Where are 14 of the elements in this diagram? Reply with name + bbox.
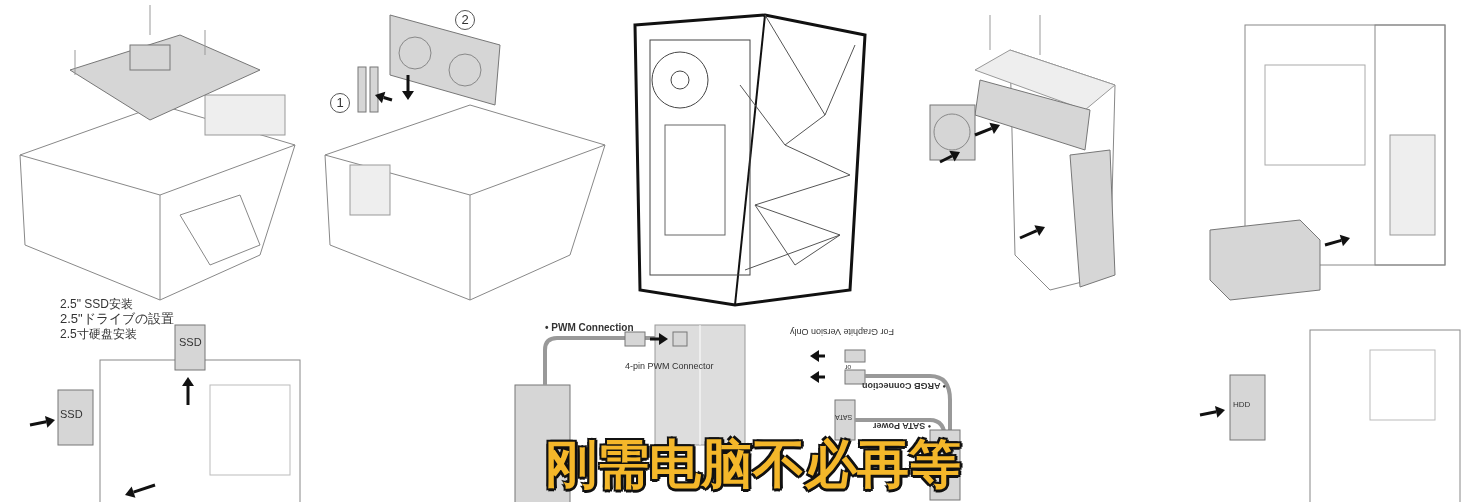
- drive-label: SSD: [60, 408, 83, 421]
- note-text: 2.5"ドライブの設置: [60, 312, 174, 327]
- note-text: 2.5" SSD安装: [60, 298, 133, 312]
- connection-heading: • PWM Connection: [545, 322, 634, 333]
- drive-label: HDD: [1233, 401, 1251, 410]
- overlay-title: 刚需电脑不必再等: [545, 438, 961, 490]
- connection-heading: • SATA Power: [873, 420, 931, 430]
- connector-caption: 4-pin PWM Connector: [625, 362, 714, 372]
- connection-heading: • ARGB Connection: [862, 380, 946, 390]
- mirrored-note: For Graphite Version Only: [790, 326, 895, 336]
- drive-label: SSD: [179, 336, 202, 349]
- callout-number: 2: [455, 10, 475, 30]
- callout-number: 1: [330, 93, 350, 113]
- note-text: 2.5寸硬盘安装: [60, 328, 137, 342]
